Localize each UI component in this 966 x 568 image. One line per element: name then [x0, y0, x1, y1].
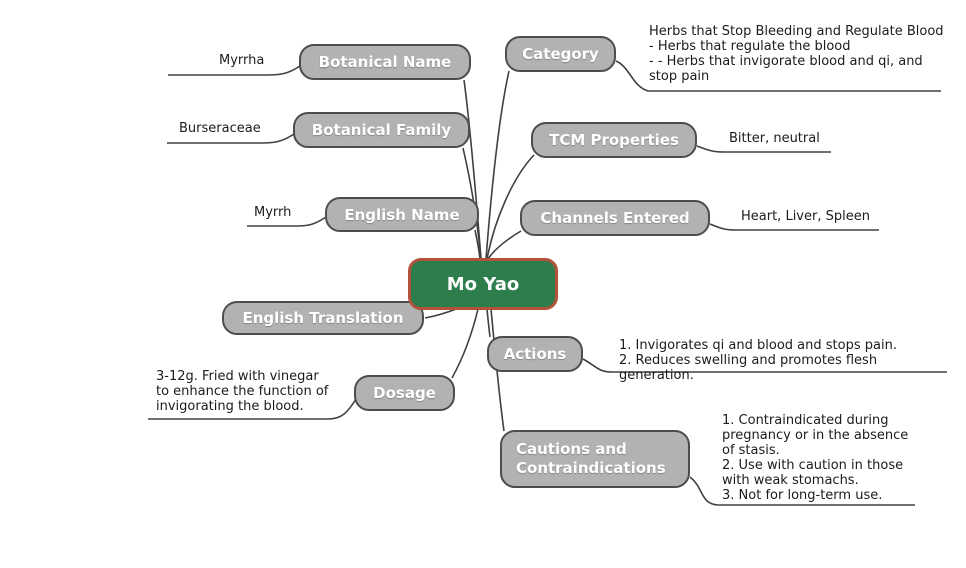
- node-actions[interactable]: Actions: [487, 336, 583, 372]
- edge-english-translation: [424, 308, 457, 319]
- value-actions[interactable]: 1. Invigorates qi and blood and stops pa…: [619, 338, 897, 383]
- node-english-translation[interactable]: English Translation: [222, 301, 424, 335]
- value-tcm-properties[interactable]: Bitter, neutral: [729, 131, 820, 146]
- edge-cautions: [490, 308, 505, 432]
- value-cautions[interactable]: 1. Contraindicated during pregnancy or i…: [722, 413, 909, 503]
- value-dosage[interactable]: 3-12g. Fried with vinegar to enhance the…: [156, 369, 329, 414]
- node-category[interactable]: Category: [505, 36, 616, 72]
- edge-leaf-tcm: [696, 145, 831, 153]
- edge-leaf-dosage: [148, 398, 357, 420]
- edge-leaf-category: [615, 60, 941, 92]
- edge-leaf-myrrha: [168, 65, 301, 76]
- node-botanical-family[interactable]: Botanical Family: [293, 112, 470, 148]
- node-botanical-name[interactable]: Botanical Name: [299, 44, 471, 80]
- edge-category: [485, 70, 510, 260]
- node-cautions-and-contraindications[interactable]: Cautions and Contraindications: [500, 430, 690, 488]
- edge-leaf-burseraceae: [167, 133, 295, 144]
- edge-leaf-cautions: [689, 476, 915, 506]
- value-channels-entered[interactable]: Heart, Liver, Spleen: [741, 209, 870, 224]
- edge-tcm-properties: [486, 154, 535, 260]
- node-channels-entered[interactable]: Channels Entered: [520, 200, 710, 236]
- value-botanical-family[interactable]: Burseraceae: [179, 121, 261, 136]
- node-tcm-properties[interactable]: TCM Properties: [531, 122, 697, 158]
- edge-channels-entered: [487, 230, 522, 260]
- edge-actions: [486, 308, 491, 338]
- edge-leaf-myrrh: [247, 216, 327, 227]
- value-english-name[interactable]: Myrrh: [254, 205, 292, 220]
- node-dosage[interactable]: Dosage: [354, 375, 455, 411]
- edge-english-name: [474, 229, 481, 260]
- edge-dosage: [451, 308, 479, 379]
- value-category[interactable]: Herbs that Stop Bleeding and Regulate Bl…: [649, 24, 944, 84]
- edge-leaf-actions: [582, 358, 947, 373]
- edge-leaf-channels: [709, 223, 879, 231]
- value-botanical-name[interactable]: Myrrha: [219, 53, 265, 68]
- central-node-mo-yao[interactable]: Mo Yao: [408, 258, 558, 310]
- node-english-name[interactable]: English Name: [325, 197, 479, 232]
